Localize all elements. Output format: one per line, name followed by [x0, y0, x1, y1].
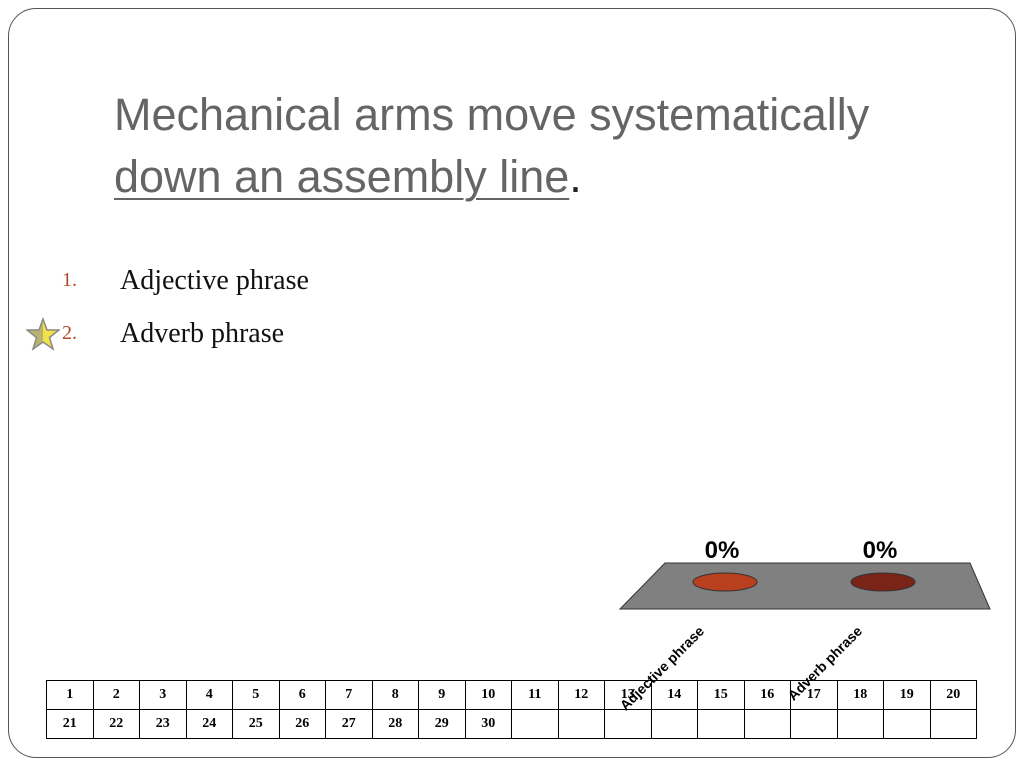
option-number: 1. — [62, 269, 77, 291]
grid-cell: 11 — [511, 680, 559, 710]
grid-cell — [604, 709, 652, 739]
correct-star-icon — [26, 316, 60, 351]
grid-cell — [883, 709, 931, 739]
chart-value-label: 0% — [705, 537, 740, 564]
grid-cell — [650, 709, 698, 739]
grid-cell: 29 — [418, 709, 466, 739]
answer-options: 1. Adjective phrase 2. Adverb phrase — [26, 254, 309, 360]
title-end: . — [569, 151, 582, 202]
option-number: 2. — [62, 322, 77, 344]
option-adjective-phrase[interactable]: 1. Adjective phrase — [62, 254, 309, 307]
grid-cell: 4 — [185, 680, 233, 710]
grid-cell: 14 — [650, 680, 698, 710]
grid-cell: 16 — [743, 680, 791, 710]
grid-cell: 22 — [92, 709, 140, 739]
grid-cell: 18 — [836, 680, 884, 710]
grid-cell: 1 — [46, 680, 94, 710]
chart-bar-top — [692, 572, 758, 592]
grid-cell: 9 — [418, 680, 466, 710]
grid-cell: 26 — [278, 709, 326, 739]
grid-cell — [790, 709, 838, 739]
grid-cell — [511, 709, 559, 739]
grid-cell: 17 — [790, 680, 838, 710]
grid-cell: 13 — [604, 680, 652, 710]
grid-cell: 24 — [185, 709, 233, 739]
title-line1: Mechanical arms move systematically — [114, 89, 870, 140]
chart-value-label: 0% — [863, 537, 898, 564]
chart-bar-top — [850, 572, 916, 592]
slide-frame — [8, 8, 1016, 758]
option-label: Adjective phrase — [120, 264, 309, 296]
grid-cell: 19 — [883, 680, 931, 710]
chart-platform — [618, 562, 991, 610]
grid-cell: 28 — [371, 709, 419, 739]
grid-cell — [929, 709, 977, 739]
grid-cell: 10 — [464, 680, 512, 710]
slide-title: Mechanical arms move systematically down … — [114, 84, 994, 208]
grid-cell: 8 — [371, 680, 419, 710]
grid-cell: 27 — [325, 709, 373, 739]
grid-cell: 6 — [278, 680, 326, 710]
grid-cell: 12 — [557, 680, 605, 710]
grid-cell: 25 — [232, 709, 280, 739]
grid-cell: 30 — [464, 709, 512, 739]
grid-cell: 21 — [46, 709, 94, 739]
grid-cell: 7 — [325, 680, 373, 710]
grid-cell: 23 — [139, 709, 187, 739]
grid-cell — [697, 709, 745, 739]
title-underlined: down an assembly line — [114, 151, 570, 202]
grid-cell — [836, 709, 884, 739]
grid-cell: 20 — [929, 680, 977, 710]
grid-cell: 2 — [92, 680, 140, 710]
option-label: Adverb phrase — [120, 317, 285, 349]
grid-cell: 3 — [139, 680, 187, 710]
grid-cell: 15 — [697, 680, 745, 710]
grid-cell: 5 — [232, 680, 280, 710]
grid-cell — [743, 709, 791, 739]
option-adverb-phrase[interactable]: 2. Adverb phrase — [26, 307, 309, 360]
grid-cell — [557, 709, 605, 739]
